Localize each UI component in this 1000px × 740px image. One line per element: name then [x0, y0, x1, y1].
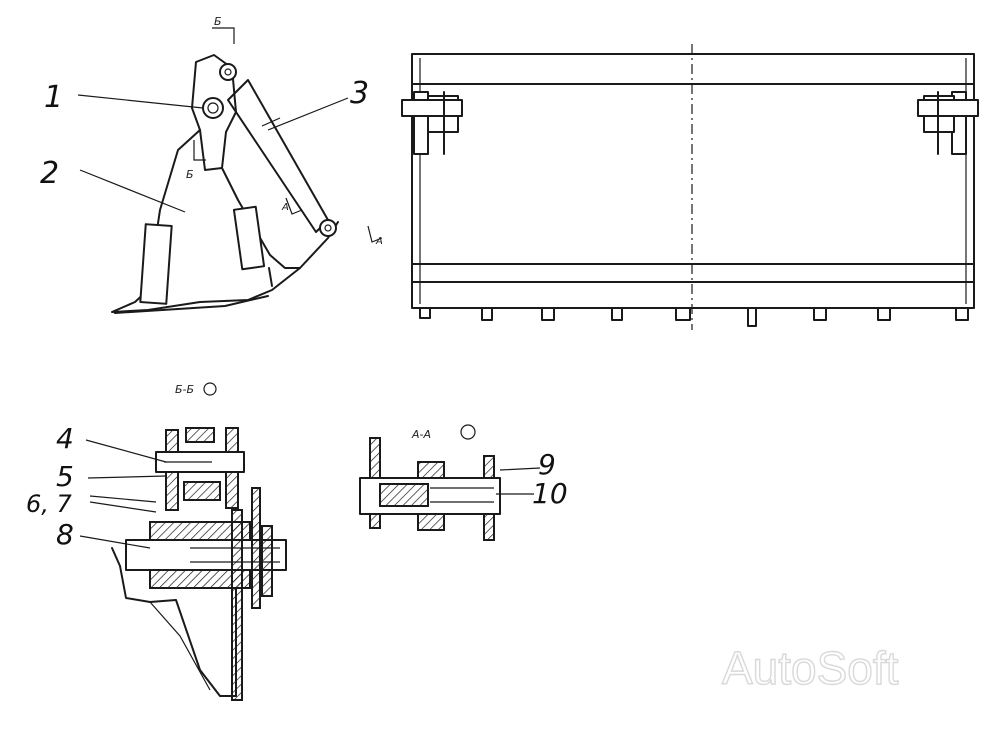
callout-5: 5	[56, 460, 74, 493]
section-aa-label: А-А	[411, 428, 431, 441]
side-view: Б Б А А 1 2 3	[40, 15, 383, 314]
section-mark-b-left: Б	[186, 168, 194, 181]
section-mark-b-top: Б	[214, 15, 222, 28]
arm-plate	[191, 54, 237, 171]
pivot-pin-lower	[319, 219, 337, 237]
pivot-pin-main	[202, 97, 224, 119]
callout-9: 9	[538, 448, 556, 481]
mount-right	[917, 91, 979, 155]
cylinder-left	[139, 223, 173, 305]
section-mark-a-left: А	[281, 202, 289, 213]
pivot-pin-upper	[219, 63, 237, 81]
section-bb: Б-Б 4 5 6, 7 8	[26, 382, 287, 701]
watermark: AutoSoft	[722, 642, 899, 694]
callout-3: 3	[350, 76, 369, 111]
callout-2: 2	[40, 156, 59, 191]
mount-left	[401, 91, 463, 155]
teeth-row	[419, 307, 969, 327]
front-view	[401, 44, 979, 330]
section-aa: А-А 9 10	[359, 424, 568, 541]
support-bracket	[111, 547, 237, 697]
section-bb-label: Б-Б	[175, 383, 194, 396]
callout-8: 8	[56, 518, 74, 551]
callout-10: 10	[532, 477, 568, 510]
cylinder-right	[232, 205, 266, 271]
bucket-frame	[411, 53, 975, 309]
callout-6-7: 6, 7	[26, 490, 73, 518]
callout-1: 1	[44, 80, 63, 115]
callout-4: 4	[56, 422, 74, 455]
section-mark-a-right: А	[375, 236, 383, 247]
